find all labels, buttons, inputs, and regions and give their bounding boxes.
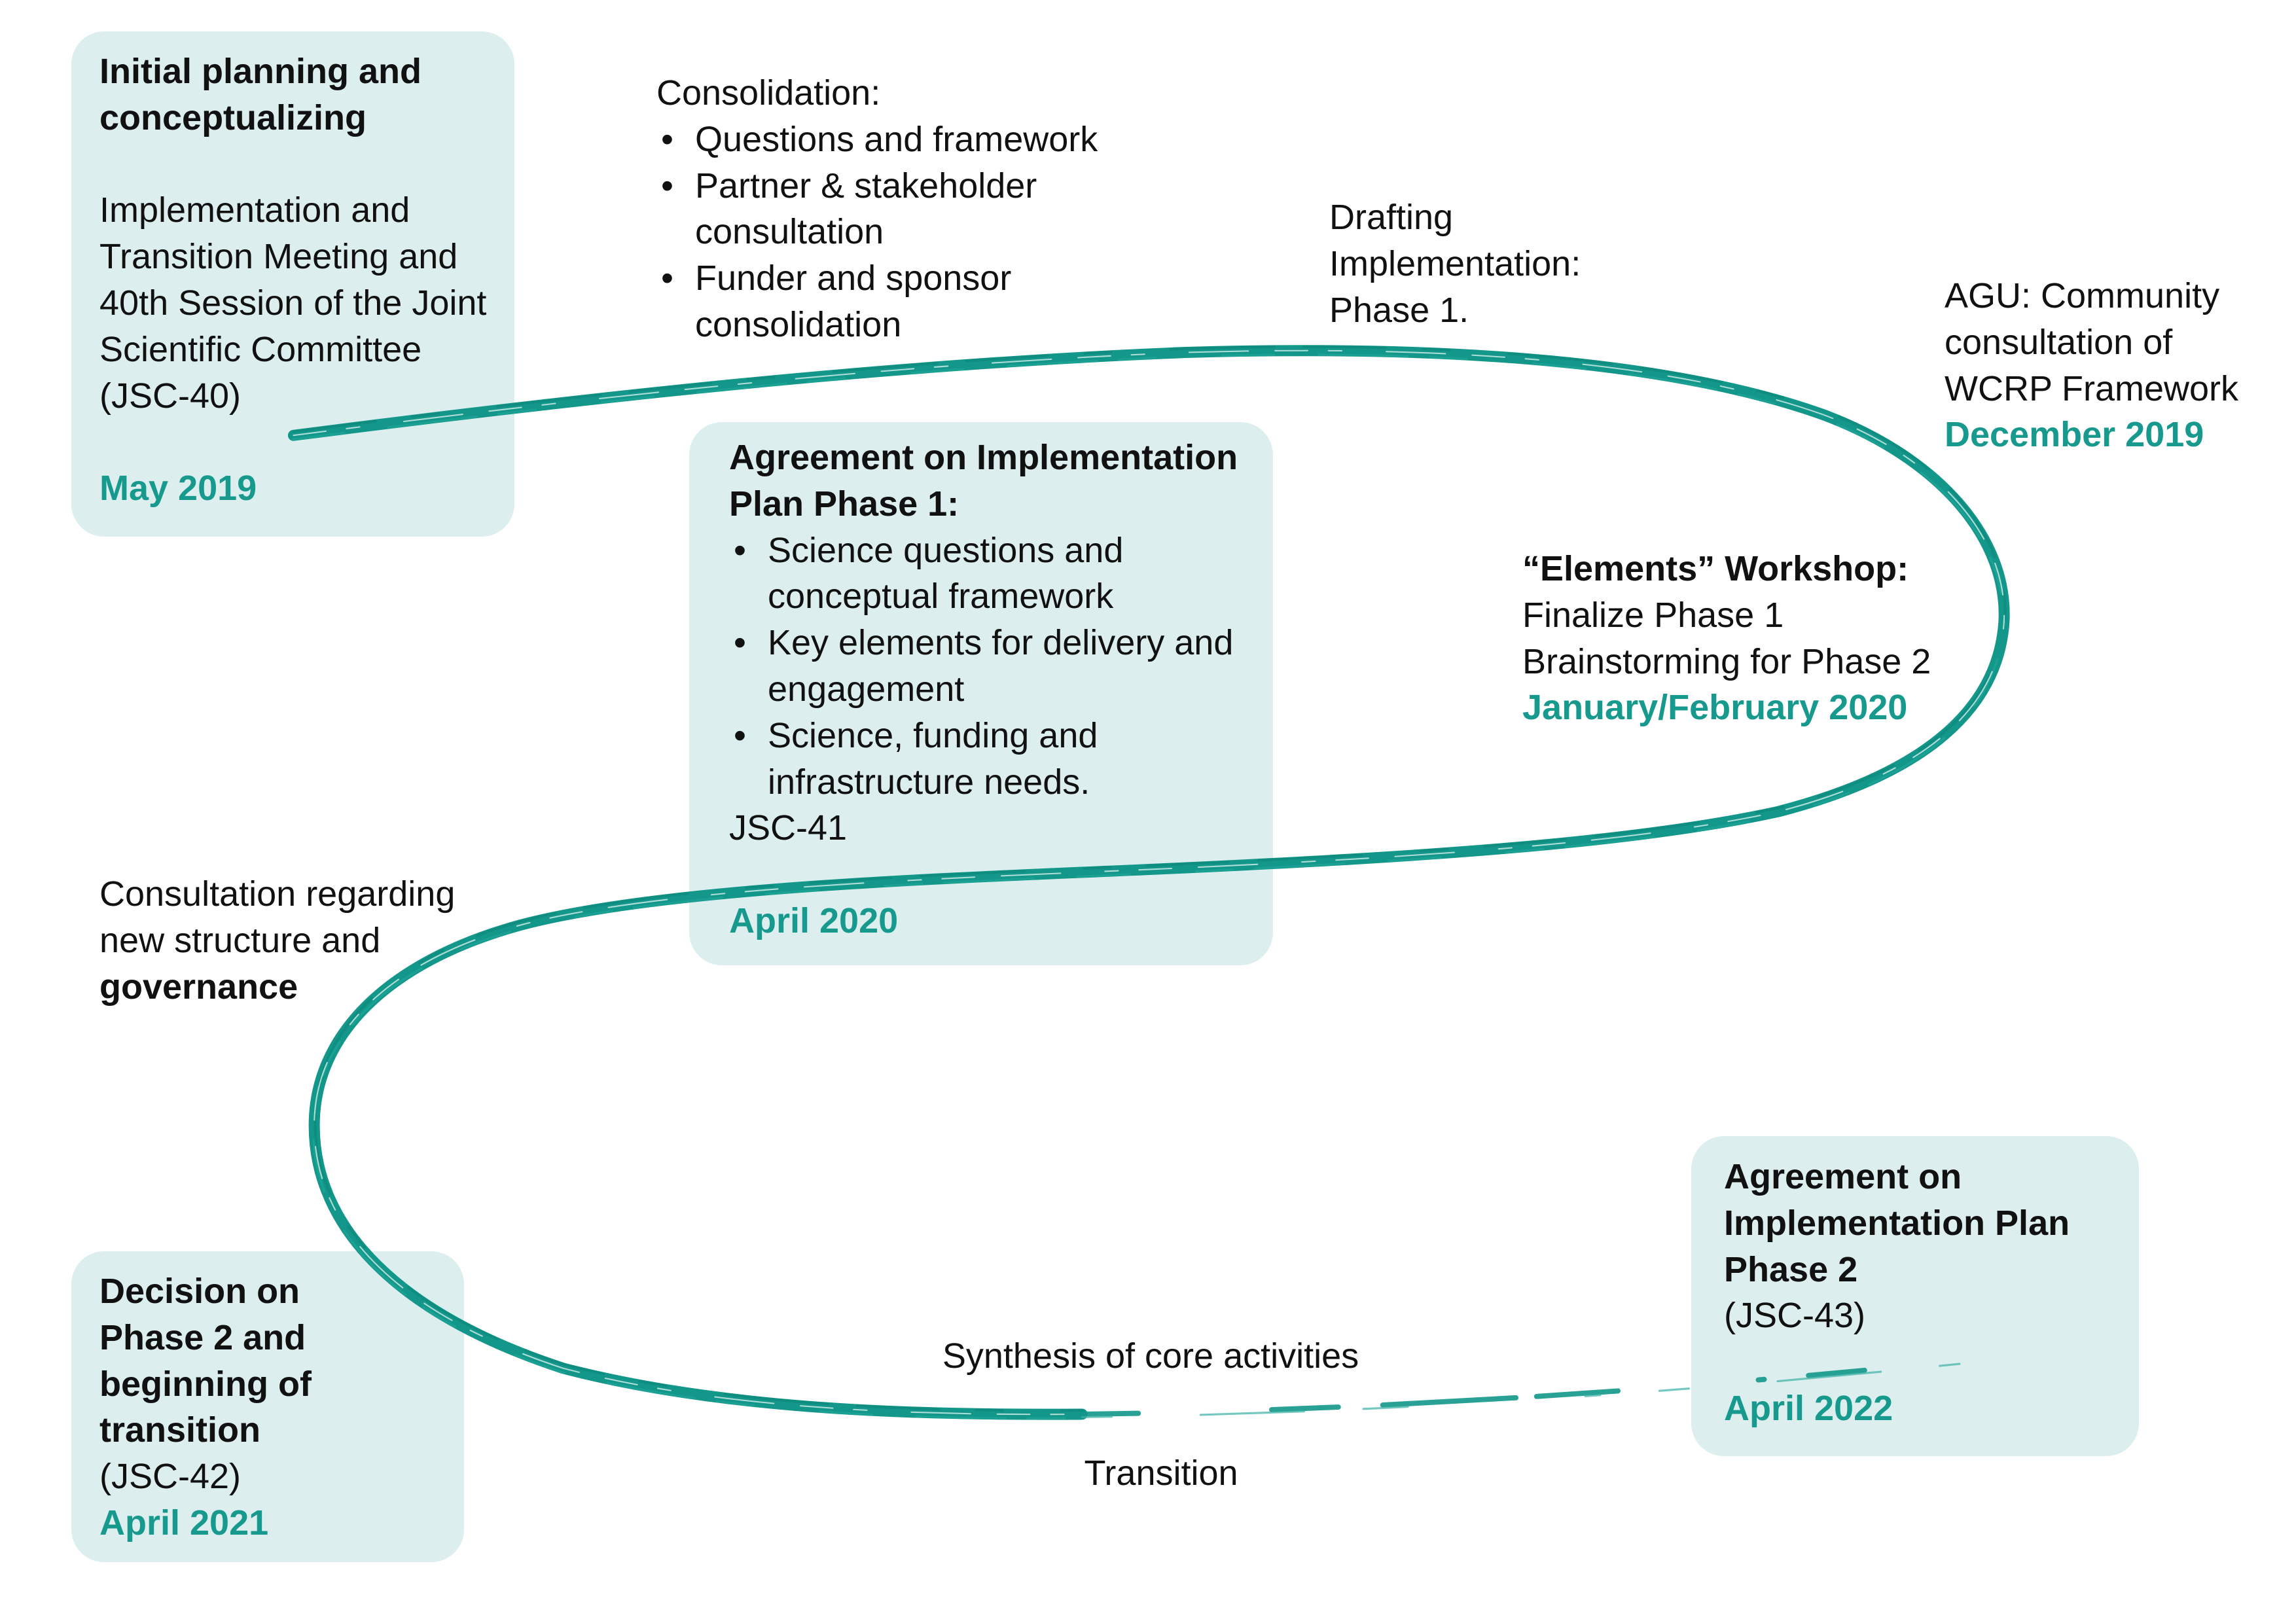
milestone-detail-line: Implementation and (99, 190, 410, 230)
annotation-line: Consultation regarding (99, 874, 456, 914)
list-item-line: engagement (768, 669, 965, 709)
milestone-card-implementation-plan-phase-2: Agreement on Implementation Plan Phase 2… (1691, 1136, 2139, 1456)
milestone-text: Agreement on Implementation Plan Phase 1… (729, 435, 1238, 944)
list-item-line: Key elements for delivery and (768, 623, 1234, 663)
milestone-detail-line: JSC-41 (729, 808, 848, 848)
milestone-text: Decision on Phase 2 and beginning of tra… (99, 1268, 312, 1546)
milestone-text: Initial planning and conceptualizing Imp… (99, 48, 486, 512)
milestone-text: Agreement on Implementation Plan Phase 2… (1724, 1154, 2070, 1432)
annotation-agu-consultation: AGU: Community consultation of WCRP Fram… (1945, 273, 2238, 458)
milestone-title-line: Phase 2 (1724, 1249, 1858, 1289)
bullet-marker: • (661, 119, 673, 159)
annotation-line: WCRP Framework (1945, 368, 2239, 408)
list-item-line: infrastructure needs. (768, 762, 1090, 802)
annotation-emphasis: governance (99, 967, 298, 1007)
annotation-heading: Consolidation: (656, 73, 881, 113)
milestone-card-implementation-plan-phase-1: Agreement on Implementation Plan Phase 1… (689, 422, 1273, 965)
list-item-line: Science, funding and (768, 715, 1098, 755)
milestone-date: April 2020 (729, 901, 899, 940)
milestone-detail-line: Scientific Committee (99, 329, 422, 369)
annotation-line: Brainstorming for Phase 2 (1522, 641, 1931, 681)
annotation-line: consultation of (1945, 322, 2173, 362)
list-item-line: Questions and framework (695, 119, 1098, 159)
milestone-detail-line: 40th Session of the Joint (99, 283, 487, 323)
milestone-title-line: Agreement on Implementation (729, 438, 1238, 477)
annotation-transition: Transition (834, 1450, 1488, 1497)
milestone-title-line: Decision on (99, 1272, 300, 1311)
annotation-consultation-governance: Consultation regarding new structure and… (99, 871, 455, 1010)
milestone-title-line: Phase 2 and (99, 1317, 306, 1357)
list-item-line: consultation (695, 212, 884, 252)
milestone-detail-line: (JSC-42) (99, 1457, 242, 1497)
list-item-line: Science questions and (768, 530, 1124, 570)
milestone-title-line: transition (99, 1410, 261, 1450)
annotation-drafting: Drafting Implementation: Phase 1. (1329, 194, 1581, 333)
annotation-synthesis: Synthesis of core activities (823, 1333, 1478, 1380)
list-item-line: Partner & stakeholder (695, 166, 1037, 205)
list-item: • Questions and framework (656, 116, 1098, 163)
milestone-date: April 2021 (99, 1503, 269, 1543)
annotation-line: Implementation: (1329, 243, 1581, 283)
milestone-date: May 2019 (99, 469, 257, 508)
annotation-line: new structure and (99, 920, 381, 960)
milestone-detail-line: Transition Meeting and (99, 237, 458, 277)
bullet-marker: • (734, 715, 746, 755)
annotation-date: December 2019 (1945, 415, 2204, 455)
bullet-marker: • (734, 530, 746, 570)
list-item-line: consolidation (695, 304, 902, 344)
list-item: • Partner & stakeholder consultation (656, 163, 1098, 256)
bullet-marker: • (661, 166, 673, 205)
milestone-detail-line: (JSC-40) (99, 376, 242, 416)
list-item-line: Funder and sponsor (695, 259, 1012, 298)
milestone-title-line: Plan Phase 1: (729, 484, 960, 524)
list-item: • Funder and sponsor consolidation (656, 255, 1098, 348)
annotation-line: AGU: Community (1945, 276, 2220, 315)
milestone-title-line: Agreement on (1724, 1157, 1962, 1196)
annotation-elements-workshop: “Elements” Workshop: Finalize Phase 1 Br… (1522, 546, 1931, 731)
annotation-line: Synthesis of core activities (942, 1336, 1359, 1376)
bullet-marker: • (661, 259, 673, 298)
milestone-detail-line: (JSC-43) (1724, 1296, 1866, 1336)
annotation-line: Drafting (1329, 198, 1454, 237)
milestone-card-decision-phase-2: Decision on Phase 2 and beginning of tra… (71, 1251, 464, 1562)
milestone-date: April 2022 (1724, 1388, 1893, 1428)
milestone-title-line: Initial planning and (99, 52, 422, 91)
annotation-line: Phase 1. (1329, 290, 1469, 330)
milestone-title-line: Implementation Plan (1724, 1203, 2070, 1243)
annotation-consolidation: Consolidation: • Questions and framework… (656, 70, 1098, 348)
annotation-line: Finalize Phase 1 (1522, 595, 1784, 635)
milestone-card-initial-planning: Initial planning and conceptualizing Imp… (71, 31, 514, 537)
bullet-marker: • (734, 623, 746, 663)
list-item: • Science questions and conceptual frame… (729, 527, 1238, 620)
annotation-title: “Elements” Workshop: (1522, 549, 1909, 588)
list-item-line: conceptual framework (768, 577, 1114, 616)
list-item: • Key elements for delivery and engageme… (729, 620, 1238, 713)
annotation-date: January/February 2020 (1522, 688, 1908, 728)
milestone-title-line: conceptualizing (99, 98, 367, 137)
list-item: • Science, funding and infrastructure ne… (729, 713, 1238, 806)
annotation-line: Transition (1084, 1454, 1238, 1493)
milestone-title-line: beginning of (99, 1364, 312, 1404)
